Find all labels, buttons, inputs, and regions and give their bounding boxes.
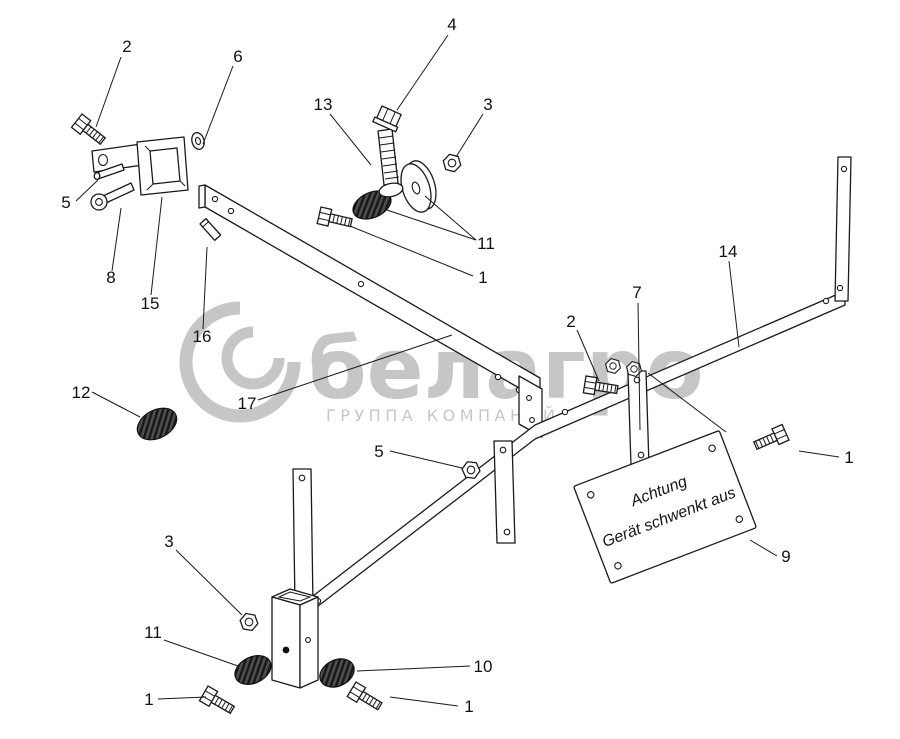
- callout-labels: 2 6 4 13 3 11 1 14 5 8 15 16 17 12 2 7 5…: [61, 15, 853, 716]
- leader-line: [637, 302, 641, 431]
- callout-label-1a: 1: [478, 268, 487, 287]
- rubber-pad-11-bottom: [234, 655, 272, 685]
- watermark-logo-inner-swirl: [221, 326, 285, 390]
- support-strip-mid: [493, 440, 516, 544]
- leader-line: [728, 260, 740, 348]
- rubber-pad-12: [136, 407, 178, 441]
- leader-line: [798, 450, 840, 458]
- callout-label-15: 15: [141, 294, 160, 313]
- callout-label-2b: 2: [566, 312, 575, 331]
- callout-label-3a: 3: [483, 95, 492, 114]
- leader-line: [111, 207, 122, 272]
- callout-label-1d: 1: [464, 697, 473, 716]
- upper-beam: [198, 184, 541, 401]
- threaded-rod-13: [377, 128, 404, 198]
- leader-line: [157, 696, 207, 700]
- rubber-pad-10: [319, 658, 355, 688]
- leader-line: [257, 334, 453, 401]
- disc-washer-11: [400, 160, 437, 213]
- hex-bolt-4: [372, 105, 402, 133]
- retainer-pin-5: [93, 163, 125, 181]
- washer-6: [191, 131, 205, 151]
- callout-label-3b: 3: [164, 532, 173, 551]
- corner-post: [271, 588, 319, 689]
- leader-line: [389, 696, 459, 707]
- leader-line: [175, 549, 243, 616]
- support-strip-left: [292, 468, 314, 607]
- hex-bolt-1-bottom-right: [346, 681, 385, 715]
- clamp-bracket: [136, 136, 189, 196]
- callout-label-17: 17: [238, 394, 257, 413]
- callout-label-5a: 5: [61, 193, 70, 212]
- leader-line: [202, 65, 234, 145]
- leader-line: [202, 246, 208, 330]
- roll-pin-16: [199, 217, 222, 241]
- leader-line: [647, 372, 727, 433]
- leader-line: [389, 450, 463, 469]
- hex-nut-3-bottom: [238, 612, 260, 632]
- callout-label-10: 10: [474, 657, 493, 676]
- callout-label-4: 4: [447, 15, 456, 34]
- leader-line: [576, 329, 600, 382]
- leader-line: [356, 665, 471, 672]
- watermark-subtitle-text: ГРУППА КОМПАНИЙ: [326, 406, 559, 425]
- callout-label-1c: 1: [144, 690, 153, 709]
- clamp-assembly: [70, 113, 205, 211]
- linch-key-8: [90, 182, 135, 211]
- leader-line: [163, 639, 239, 667]
- leader-line: [349, 225, 474, 277]
- hex-bolt-1-upper: [316, 206, 354, 232]
- leader-line: [91, 391, 141, 418]
- right-post: [834, 156, 852, 302]
- adjuster-assembly: [352, 105, 464, 220]
- watermark-logo-outer-ring: [179, 301, 301, 423]
- callout-label-16: 16: [193, 327, 212, 346]
- leader-line: [75, 179, 99, 202]
- leader-line: [424, 195, 477, 241]
- callout-label-14: 14: [719, 242, 738, 261]
- callout-label-7: 7: [632, 283, 641, 302]
- callout-label-9: 9: [781, 547, 790, 566]
- support-strip-7: [627, 370, 650, 467]
- post-hole-dark: [282, 646, 290, 654]
- leader-line: [749, 539, 778, 557]
- leader-line: [150, 196, 163, 296]
- hex-bolt-1-right: [751, 423, 790, 455]
- hex-bolt-2a: [70, 113, 109, 149]
- frame-structure: [198, 156, 852, 689]
- callout-label-12: 12: [72, 383, 91, 402]
- fasteners: [136, 206, 790, 718]
- callout-label-13: 13: [314, 95, 333, 114]
- leader-line: [455, 113, 484, 158]
- leader-line: [396, 34, 449, 111]
- callout-label-6: 6: [233, 47, 242, 66]
- hex-nut-3-top: [440, 152, 464, 174]
- warning-plate: Achtung Gerät schwenkt aus: [573, 430, 757, 584]
- callout-label-8: 8: [106, 268, 115, 287]
- callout-label-5b: 5: [374, 442, 383, 461]
- callout-label-11a: 11: [477, 234, 495, 253]
- callout-label-1b: 1: [844, 448, 853, 467]
- leader-line: [386, 209, 477, 241]
- callout-label-11b: 11: [144, 623, 162, 642]
- leader-line: [95, 56, 122, 128]
- leader-line: [329, 113, 372, 166]
- hex-bolt-1-bottom-left: [198, 685, 238, 718]
- beam-connector: [518, 375, 543, 438]
- leader-lines: [75, 34, 840, 707]
- callout-label-2a: 2: [122, 37, 131, 56]
